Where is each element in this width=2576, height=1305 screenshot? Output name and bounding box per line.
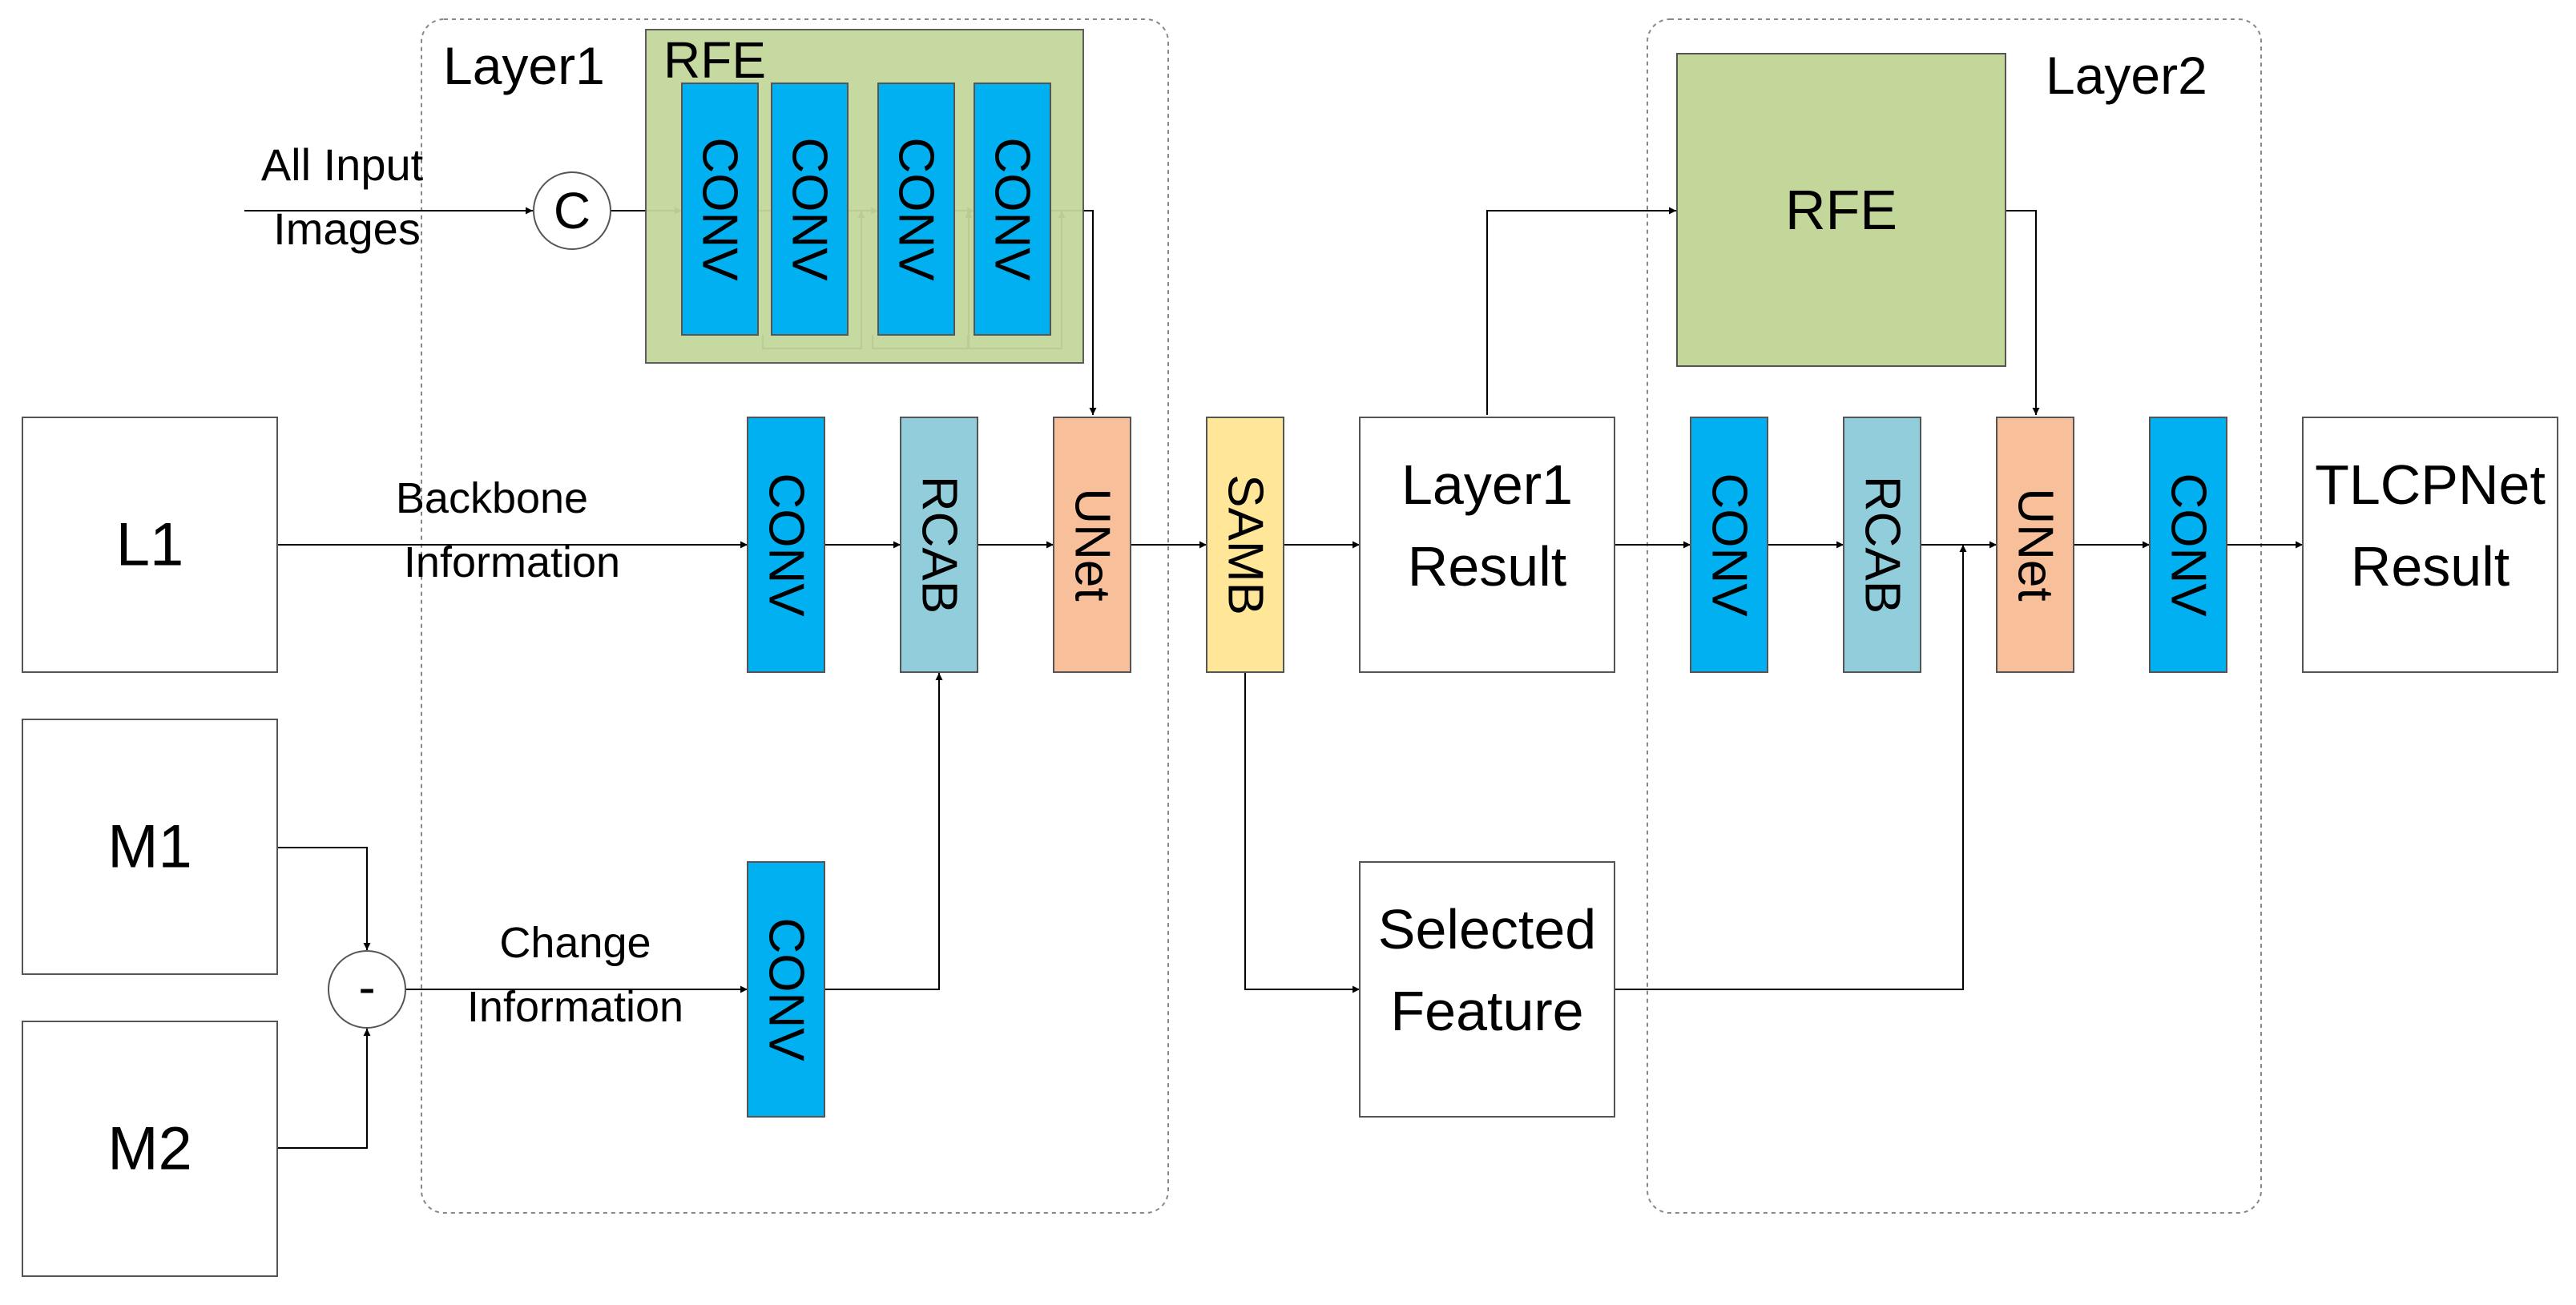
input-l1: L1	[22, 417, 278, 673]
input-m2: M2	[22, 1021, 278, 1277]
change-conv: CONV	[747, 861, 825, 1118]
input-m2-label: M2	[107, 1115, 192, 1183]
layer1-result-line1: Layer1	[1401, 453, 1573, 516]
layer1-result-line2: Result	[1408, 535, 1566, 598]
backbone-label-line1: Backbone	[396, 474, 588, 522]
layer2-unet: UNet	[1996, 417, 2074, 673]
layer2-group	[1647, 18, 2262, 1214]
input-m1-label: M1	[107, 813, 192, 881]
rfe1-conv-3: CONV	[877, 83, 955, 336]
layer2-group-label: Layer2	[2046, 46, 2207, 105]
layer1-unet: UNet	[1053, 417, 1131, 673]
rfe-module-layer1-label: RFE	[663, 31, 766, 89]
rfe1-conv-1-label: CONV	[692, 137, 748, 281]
samb-block: SAMB	[1206, 417, 1284, 673]
edge-m2-to-subtract	[277, 1029, 371, 1149]
layer1-rcab: RCAB	[900, 417, 978, 673]
rfe-module-layer2: RFE	[1676, 53, 2006, 367]
subtract-operator: -	[328, 950, 406, 1029]
layer1-unet-label: UNet	[1065, 488, 1120, 601]
layer2-rcab: RCAB	[1843, 417, 1921, 673]
rfe-module-layer2-label: RFE	[1785, 179, 1897, 241]
edge-m1-to-subtract	[277, 847, 371, 950]
selected-feature-box: Selected Feature	[1359, 861, 1615, 1118]
tlcpnet-result-line1: TLCPNet	[2315, 453, 2546, 516]
change-label-line2: Information	[467, 983, 683, 1031]
backbone-label-line2: Information	[404, 538, 620, 586]
tlcpnet-result-box: TLCPNet Result	[2302, 417, 2558, 673]
layer1-rcab-label: RCAB	[912, 476, 967, 614]
change-label-line1: Change	[499, 919, 651, 967]
layer1-group-label: Layer1	[443, 36, 605, 95]
input-l1-label: L1	[116, 511, 184, 579]
rfe1-conv-4-label: CONV	[985, 137, 1040, 281]
edge-change-conv-to-rcab	[824, 673, 943, 990]
all-input-label-line2: Images	[273, 203, 421, 254]
layer1-group	[421, 18, 1169, 1214]
rfe1-conv-2-label: CONV	[782, 137, 837, 281]
selected-feature-line2: Feature	[1390, 980, 1583, 1042]
output-conv-label: CONV	[2161, 473, 2216, 617]
rfe1-conv-2: CONV	[771, 83, 849, 336]
layer2-conv: CONV	[1690, 417, 1768, 673]
layer1-conv-label: CONV	[759, 473, 814, 617]
subtract-symbol: -	[358, 958, 375, 1016]
layer2-conv-label: CONV	[1702, 473, 1757, 617]
output-conv: CONV	[2149, 417, 2227, 673]
edge-rfe2-to-unet	[2005, 210, 2040, 415]
edge-samb-to-selected	[1244, 673, 1360, 993]
rfe1-conv-3-label: CONV	[889, 137, 944, 281]
layer1-result-box: Layer1 Result	[1359, 417, 1615, 673]
samb-block-label: SAMB	[1218, 474, 1273, 615]
layer2-rcab-label: RCAB	[1855, 476, 1910, 614]
edge-selected-to-layer2	[1615, 545, 1967, 990]
tlcpnet-result-line2: Result	[2351, 535, 2509, 598]
rfe1-conv-1: CONV	[681, 83, 759, 336]
edge-layer1-result-to-rfe	[1486, 207, 1676, 415]
change-conv-label: CONV	[759, 917, 814, 1061]
input-m1: M1	[22, 719, 278, 975]
layer1-conv: CONV	[747, 417, 825, 673]
all-input-label-line1: All Input	[261, 139, 424, 190]
rfe-module-layer1: RFE CONV CONV CONV CONV	[645, 29, 1084, 364]
concat-symbol: C	[554, 182, 591, 240]
rfe1-conv-4: CONV	[974, 83, 1051, 336]
selected-feature-line1: Selected	[1378, 898, 1596, 961]
layer2-unet-label: UNet	[2008, 488, 2063, 601]
concat-operator: C	[533, 171, 611, 250]
